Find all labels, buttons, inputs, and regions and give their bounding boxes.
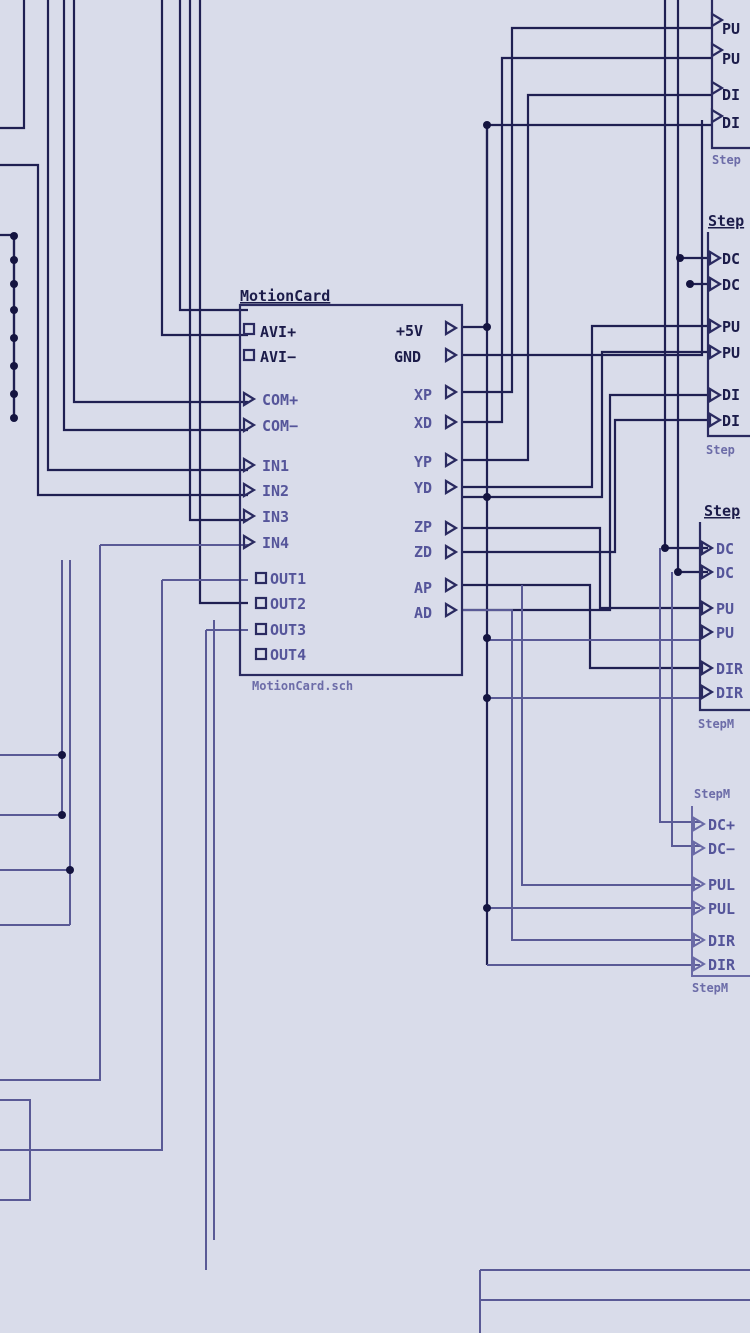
pin-label: OUT2 xyxy=(270,595,306,613)
motion-card-right-pins: +5V GND XP XD YP YD ZP ZD AP AD xyxy=(394,322,432,622)
stepper-title: Step xyxy=(704,502,740,520)
pin-label: YD xyxy=(414,479,432,497)
stepper-title: Step xyxy=(708,212,744,230)
background-wires-right xyxy=(462,0,712,966)
stepper-block-2[interactable]: Step DC DC PU PU DI DI Step xyxy=(706,212,750,457)
stepper-block-4[interactable]: StepM DC+ DC− PUL PUL DIR DIR StepM xyxy=(691,787,750,995)
stepper-pin: PU xyxy=(716,600,734,618)
title-block-lines xyxy=(479,1269,750,1333)
pin-label: COM− xyxy=(262,417,298,435)
stepper-pin: PU xyxy=(722,20,740,38)
stepper-subtitle: StepM xyxy=(698,717,734,731)
stepper-pin: PUL xyxy=(708,900,735,918)
pin-label: COM+ xyxy=(262,391,298,409)
pin-label: AVI+ xyxy=(260,323,296,341)
pin-label: AP xyxy=(414,579,432,597)
stepper-pin: DC xyxy=(716,540,734,558)
pin-label: XD xyxy=(414,414,432,432)
stepper-pin: DI xyxy=(722,386,740,404)
motion-card-subtitle: MotionCard.sch xyxy=(252,679,353,693)
stepper-pin: DC xyxy=(722,250,740,268)
pin-label: IN2 xyxy=(262,482,289,500)
left-junctions xyxy=(10,232,74,874)
stepper-pin: DI xyxy=(722,412,740,430)
stepper-pin: DI xyxy=(722,114,740,132)
stepper-subtitle: Step xyxy=(712,153,741,167)
stepper-subtitle: StepM xyxy=(692,981,728,995)
pin-label: OUT1 xyxy=(270,570,306,588)
pin-label: OUT3 xyxy=(270,621,306,639)
pin-label: AVI− xyxy=(260,348,296,366)
stepper-pin: PU xyxy=(722,50,740,68)
stepper-block-3[interactable]: Step DC DC PU PU DIR DIR StepM xyxy=(698,502,750,731)
stepper-subtitle: Step xyxy=(706,443,735,457)
pin-label: IN4 xyxy=(262,534,289,552)
pin-label: YP xyxy=(414,453,432,471)
pin-label: XP xyxy=(414,386,432,404)
pin-label: AD xyxy=(414,604,432,622)
pin-label: ZD xyxy=(414,543,432,561)
motion-card-right-pin-markers xyxy=(444,320,459,618)
motion-card-component[interactable]: MotionCard MotionCard.sch AVI+ AVI− COM+… xyxy=(238,287,464,693)
stepper-pin: DC xyxy=(722,276,740,294)
stepper-pin: DI xyxy=(722,86,740,104)
pin-label: OUT4 xyxy=(270,646,306,664)
pin-label: GND xyxy=(394,348,421,366)
pin-label: +5V xyxy=(396,322,423,340)
stepper-pin: DIR xyxy=(716,684,744,702)
stepper-pin: DC xyxy=(716,564,734,582)
stepper-title: StepM xyxy=(694,787,730,801)
stepper-pin: DIR xyxy=(716,660,744,678)
stepper-pin: DIR xyxy=(708,956,736,974)
stepper-pin: PU xyxy=(722,344,740,362)
motion-card-left-pins: AVI+ AVI− COM+ COM− IN1 IN2 IN3 IN4 OUT1… xyxy=(260,323,306,664)
pin-label: ZP xyxy=(414,518,432,536)
pin-label: IN3 xyxy=(262,508,289,526)
pin-label: IN1 xyxy=(262,457,289,475)
motion-card-title: MotionCard xyxy=(240,287,330,305)
stepper-pin-markers xyxy=(693,12,725,972)
stepper-pin: DIR xyxy=(708,932,736,950)
stepper-pin: DC− xyxy=(708,840,735,858)
stepper-pin: PUL xyxy=(708,876,735,894)
stepper-pin: PU xyxy=(716,624,734,642)
stepper-pin: PU xyxy=(722,318,740,336)
stepper-pin: DC+ xyxy=(708,816,735,834)
background-wires-left xyxy=(0,0,248,1270)
stepper-block-1[interactable]: PU PU DI DI Step xyxy=(710,0,750,167)
motion-card-left-pin-markers xyxy=(242,322,268,661)
right-junctions xyxy=(483,121,694,912)
